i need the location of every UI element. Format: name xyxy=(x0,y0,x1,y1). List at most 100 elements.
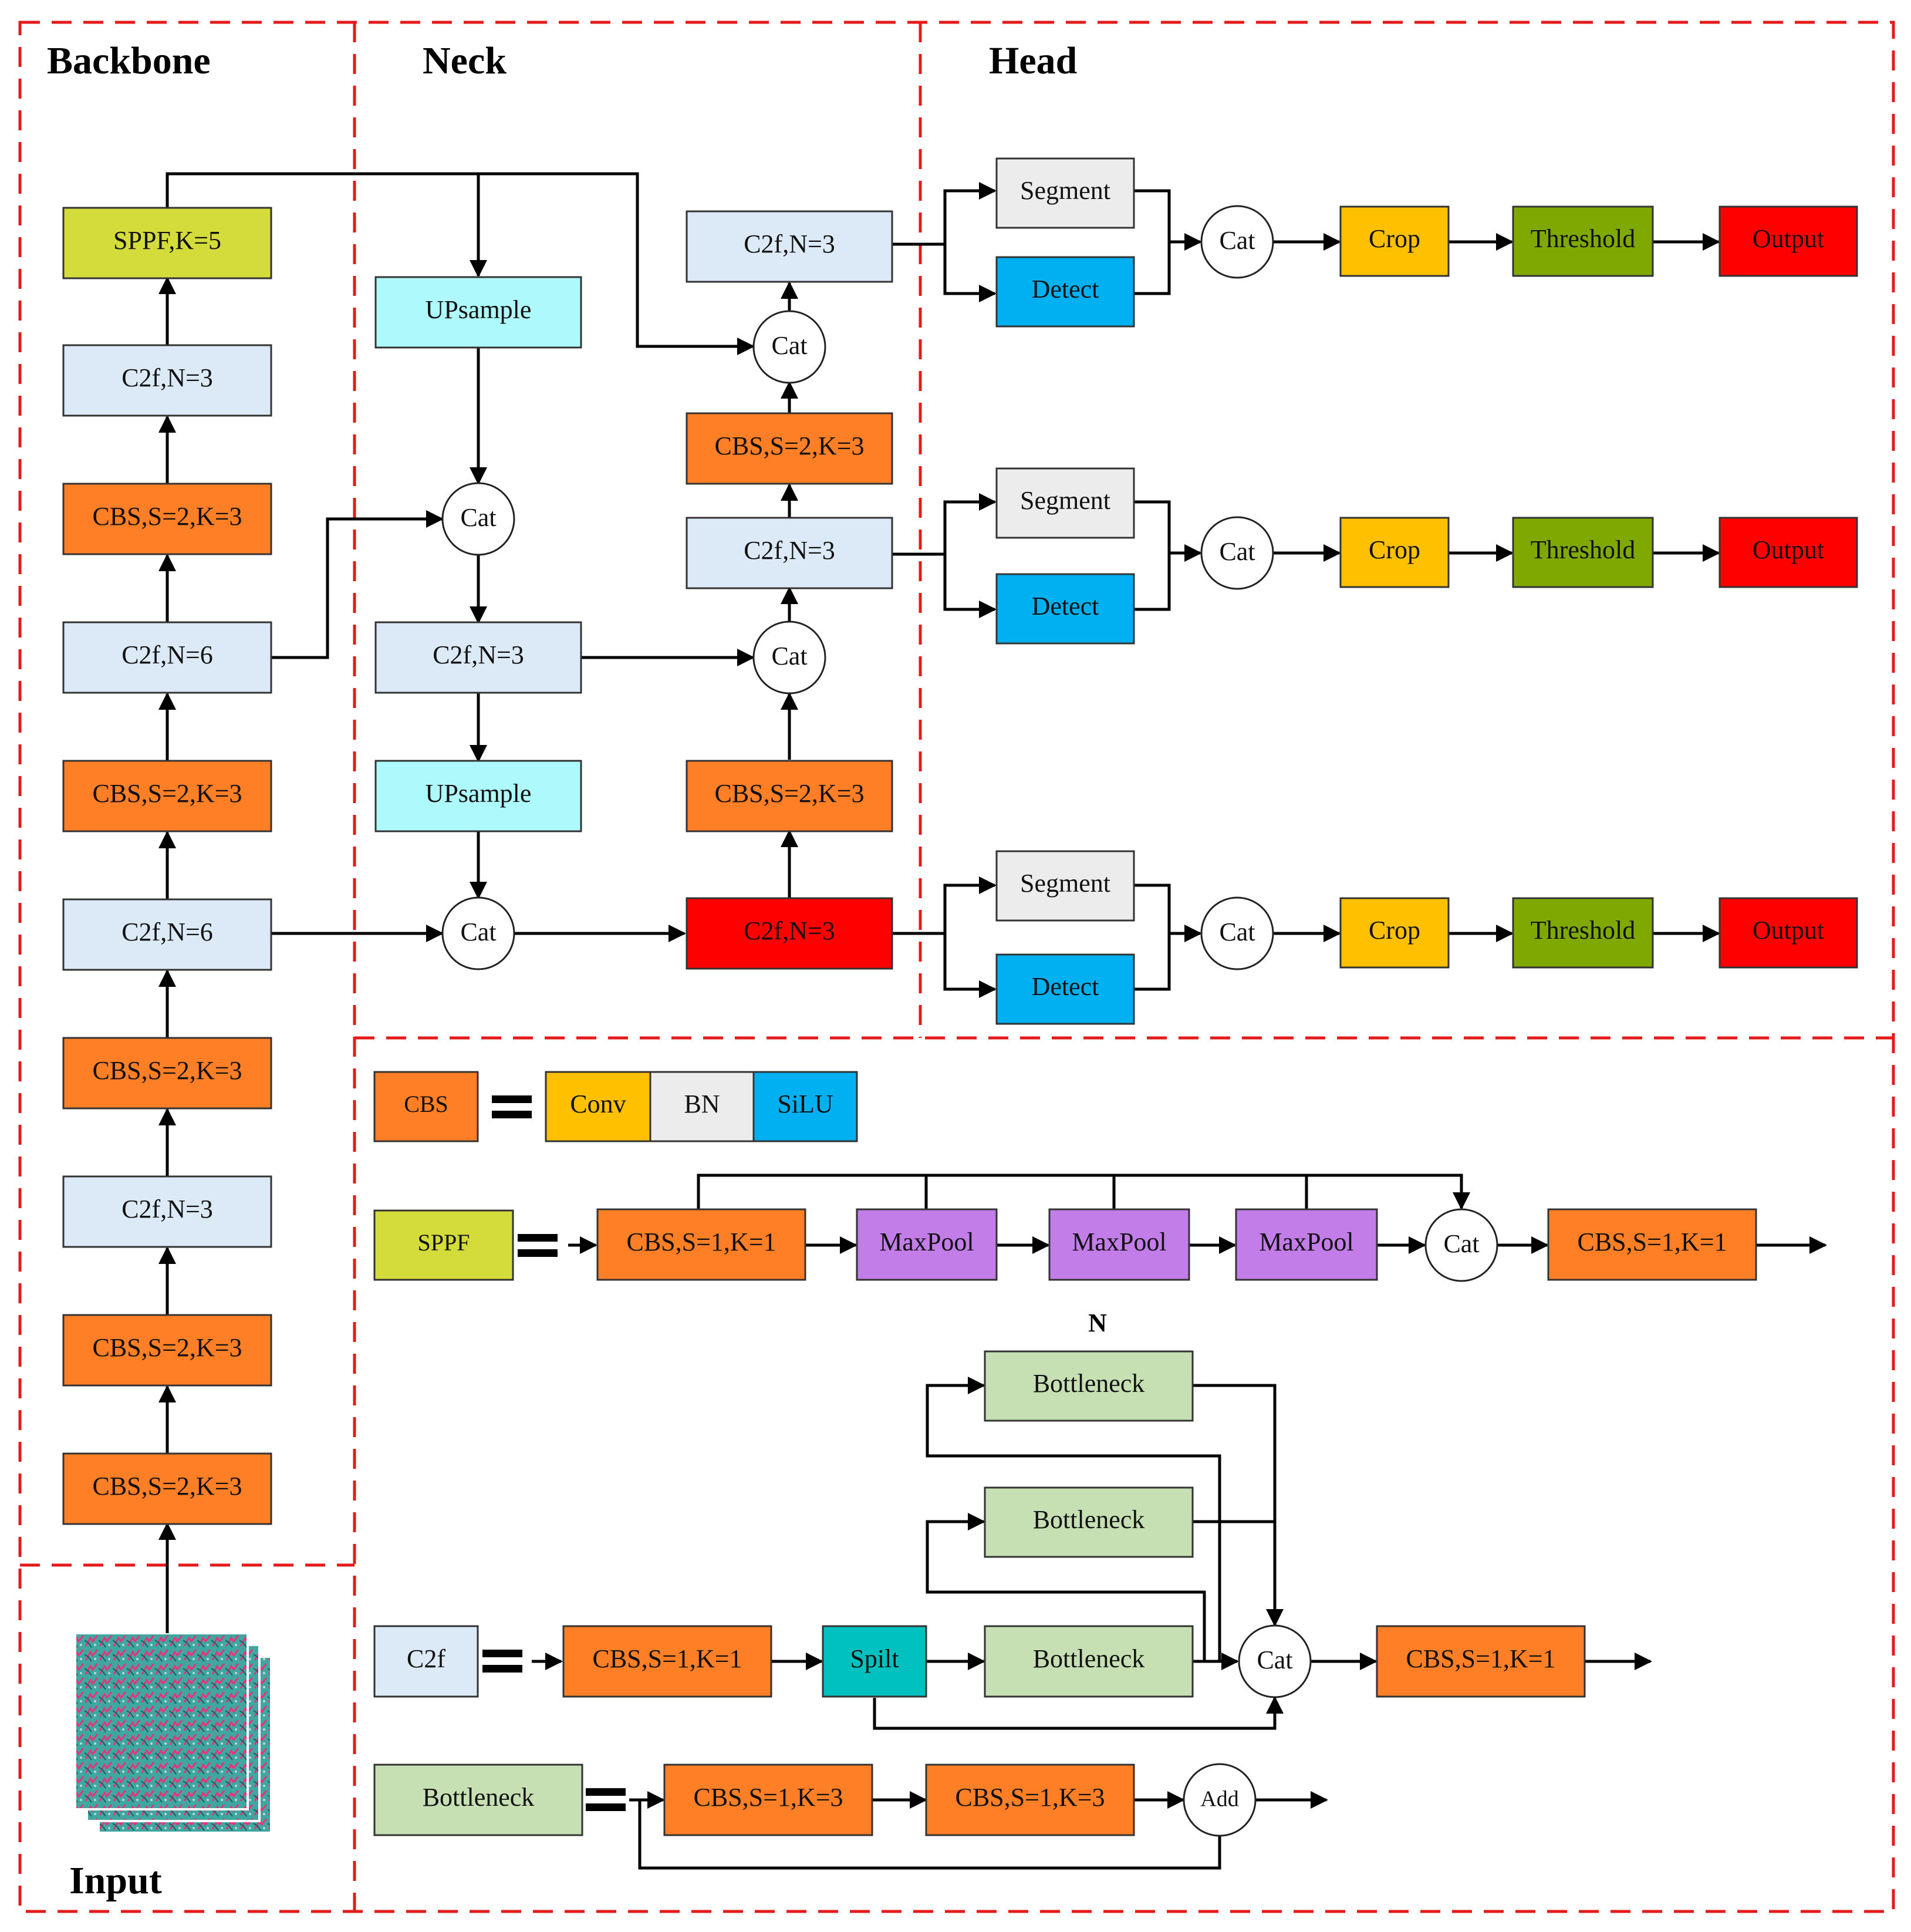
svg-text:UPsample: UPsample xyxy=(426,295,532,324)
head-branch-1: Segment Detect Cat Crop Threshold Output xyxy=(995,157,1858,328)
head-output-block: Output xyxy=(1718,205,1858,277)
neck-title: Neck xyxy=(423,39,507,82)
backbone-c2f-n6-a-block: C2f,N=6 xyxy=(62,621,272,694)
head-detect-block: Detect xyxy=(995,256,1135,328)
svg-text:Threshold: Threshold xyxy=(1531,535,1635,564)
backbone-cbs-3-block: CBS,S=2,K=3 xyxy=(62,1037,272,1110)
backbone-cbs-1-block: CBS,S=2,K=3 xyxy=(62,483,272,555)
svg-text:CBS,S=1,K=3: CBS,S=1,K=3 xyxy=(693,1783,843,1812)
legend-sppf-cbs-out-block: CBS,S=1,K=1 xyxy=(1547,1208,1757,1281)
svg-text:SPPF: SPPF xyxy=(418,1229,470,1256)
head-branch-3: Segment Detect Cat Crop Threshold Output xyxy=(995,850,1858,1025)
neck-cat-mid-node: Cat xyxy=(752,621,826,694)
neck-cbs-right-bottom-block: CBS,S=2,K=3 xyxy=(686,760,893,832)
svg-text:CBS,S=1,K=1: CBS,S=1,K=1 xyxy=(626,1228,776,1256)
svg-text:Cat: Cat xyxy=(460,918,496,946)
svg-text:Cat: Cat xyxy=(1443,1229,1479,1258)
svg-text:CBS,S=1,K=1: CBS,S=1,K=1 xyxy=(1406,1644,1555,1673)
backbone-cbs-4-block: CBS,S=2,K=3 xyxy=(62,1314,272,1387)
head-segment-block: Segment xyxy=(995,157,1135,229)
svg-text:Crop: Crop xyxy=(1369,916,1420,945)
neck-cat-2-node: Cat xyxy=(441,896,515,970)
legend-bottleneck-top-block: Bottleneck xyxy=(984,1350,1194,1422)
backbone-c2f-bottom-block: C2f,N=3 xyxy=(62,1175,272,1248)
svg-text:CBS: CBS xyxy=(404,1091,448,1117)
svg-text:Output: Output xyxy=(1753,535,1824,564)
neck-cat-1-node: Cat xyxy=(441,482,515,556)
head-output-block: Output xyxy=(1718,897,1858,969)
svg-text:Cat: Cat xyxy=(460,503,496,532)
legend-maxpool-3-block: MaxPool xyxy=(1235,1208,1378,1281)
neck-c2f-right-bottom-block: C2f,N=3 xyxy=(686,897,893,970)
svg-text:Add: Add xyxy=(1200,1787,1238,1812)
head-output-block: Output xyxy=(1718,517,1858,588)
svg-text:C2f,N=3: C2f,N=3 xyxy=(744,536,835,565)
svg-text:C2f,N=3: C2f,N=3 xyxy=(121,363,213,392)
legend-cbs-definition: CBS Conv BN SiLU xyxy=(373,1071,858,1142)
legend-c2f-repeat-label: N xyxy=(1088,1309,1107,1337)
svg-text:Spilt: Spilt xyxy=(850,1644,899,1673)
svg-text:CBS,S=2,K=3: CBS,S=2,K=3 xyxy=(92,1333,242,1362)
head-segment-block: Segment xyxy=(995,467,1135,539)
svg-text:Bottleneck: Bottleneck xyxy=(1033,1505,1145,1534)
svg-text:SiLU: SiLU xyxy=(777,1090,833,1118)
svg-text:Crop: Crop xyxy=(1369,224,1420,253)
svg-text:BN: BN xyxy=(684,1090,720,1118)
legend-bottleneck-definition: Bottleneck CBS,S=1,K=3 CBS,S=1,K=3 Add xyxy=(373,1763,1257,1837)
svg-text:C2f,N=6: C2f,N=6 xyxy=(121,918,213,946)
legend-sppf-name-block: SPPF xyxy=(373,1209,514,1281)
svg-text:Bottleneck: Bottleneck xyxy=(1033,1644,1145,1673)
svg-text:Detect: Detect xyxy=(1032,592,1099,621)
legend-split-block: Spilt xyxy=(822,1625,927,1698)
neck-upsample-1-block: UPsample xyxy=(374,276,582,349)
svg-text:CBS,S=1,K=1: CBS,S=1,K=1 xyxy=(1577,1228,1727,1256)
backbone-cbs-5-block: CBS,S=2,K=3 xyxy=(62,1452,272,1525)
svg-text:MaxPool: MaxPool xyxy=(879,1228,974,1256)
svg-text:Cat: Cat xyxy=(1257,1646,1292,1674)
svg-text:UPsample: UPsample xyxy=(426,779,532,808)
head-crop-block: Crop xyxy=(1339,897,1450,969)
head-segment-block: Segment xyxy=(995,850,1135,922)
svg-text:Conv: Conv xyxy=(570,1090,626,1118)
equals-sign xyxy=(492,1095,532,1118)
region-borders xyxy=(18,21,1895,1913)
svg-text:Cat: Cat xyxy=(771,642,807,670)
neck-cbs-right-top-block: CBS,S=2,K=3 xyxy=(686,412,893,485)
svg-text:Detect: Detect xyxy=(1032,275,1099,304)
neck-c2f-right-top-block: C2f,N=3 xyxy=(686,210,893,283)
legend-c2f-cbs-in-block: CBS,S=1,K=1 xyxy=(562,1625,772,1698)
neck-c2f-right-mid-block: C2f,N=3 xyxy=(686,517,893,589)
legend-sppf-cat-node: Cat xyxy=(1424,1208,1498,1282)
backbone-title: Backbone xyxy=(47,39,211,82)
legend-c2f-definition: N Bottleneck Bottleneck C2f CBS,S=1,K=1 … xyxy=(373,1309,1586,1698)
head-cat-node: Cat xyxy=(1200,516,1274,590)
svg-text:Cat: Cat xyxy=(771,331,807,360)
svg-text:C2f,N=3: C2f,N=3 xyxy=(121,1195,213,1223)
backbone-c2f-top-block: C2f,N=3 xyxy=(62,344,272,417)
legend-sppf-cbs-in-block: CBS,S=1,K=1 xyxy=(596,1208,806,1281)
neck-c2f-mid-block: C2f,N=3 xyxy=(374,621,582,694)
equals-sign xyxy=(482,1650,522,1673)
svg-text:Segment: Segment xyxy=(1020,869,1110,898)
legend-c2f-name-block: C2f xyxy=(373,1625,479,1698)
head-threshold-block: Threshold xyxy=(1512,205,1654,277)
legend-c2f-cbs-out-block: CBS,S=1,K=1 xyxy=(1376,1625,1586,1698)
svg-text:Crop: Crop xyxy=(1369,535,1420,564)
legend-maxpool-2-block: MaxPool xyxy=(1048,1208,1190,1281)
svg-text:CBS,S=2,K=3: CBS,S=2,K=3 xyxy=(92,1056,242,1085)
neck-column: UPsample Cat C2f,N=3 UPsample Cat C2f,N=… xyxy=(374,210,893,970)
legend-bottleneck-cbs-2-block: CBS,S=1,K=3 xyxy=(925,1764,1135,1836)
backbone-sppf-block: SPPF,K=5 xyxy=(62,207,272,279)
head-threshold-block: Threshold xyxy=(1512,517,1654,588)
head-detect-block: Detect xyxy=(995,573,1135,645)
svg-text:CBS,S=1,K=3: CBS,S=1,K=3 xyxy=(955,1783,1105,1812)
svg-text:Cat: Cat xyxy=(1219,537,1255,566)
input-image-stack xyxy=(74,1632,272,1834)
svg-text:Threshold: Threshold xyxy=(1531,916,1635,945)
svg-text:C2f,N=3: C2f,N=3 xyxy=(433,640,524,669)
legend-maxpool-1-block: MaxPool xyxy=(856,1208,998,1281)
backbone-column: SPPF,K=5 C2f,N=3 CBS,S=2,K=3 C2f,N=6 CBS… xyxy=(62,207,272,1525)
svg-text:Cat: Cat xyxy=(1219,226,1255,255)
svg-text:CBS,S=2,K=3: CBS,S=2,K=3 xyxy=(92,502,242,531)
